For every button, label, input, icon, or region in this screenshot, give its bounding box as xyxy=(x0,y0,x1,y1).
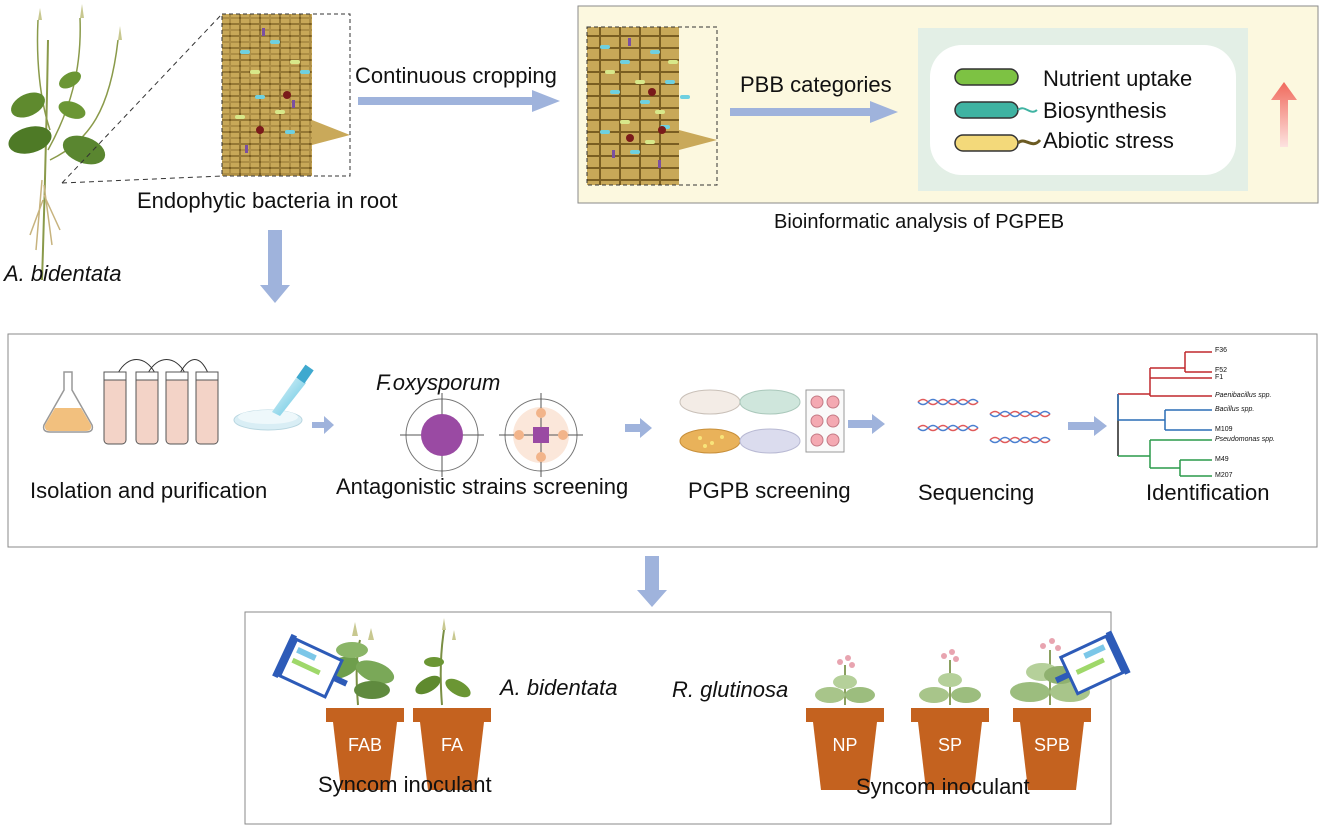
species-label: A. bidentata xyxy=(4,261,122,286)
biosynthesis-bacterium-icon xyxy=(954,101,1019,119)
plant-illustration xyxy=(8,4,122,281)
step-arrow xyxy=(1068,416,1107,436)
down-arrow xyxy=(260,230,290,303)
category-nutrient: Nutrient uptake xyxy=(1043,66,1193,91)
tree-leaf: F52 xyxy=(1215,367,1228,374)
tree-leaf: Bacillus spp. xyxy=(1215,406,1255,413)
abiotic-bacterium-icon xyxy=(954,134,1019,152)
pot-spb-icon xyxy=(1013,708,1091,790)
pot-sp-icon xyxy=(911,708,989,790)
pgpb-plates-icon xyxy=(679,389,845,454)
antagonism-plates-icon xyxy=(400,393,583,477)
down-arrow xyxy=(637,556,667,607)
continuous-cropping-label: Continuous cropping xyxy=(355,63,557,88)
tree-leaf: M49 xyxy=(1215,456,1229,463)
pot-label-sp: SP xyxy=(937,735,962,755)
pot-fa-icon xyxy=(413,708,491,790)
category-biosynthesis: Biosynthesis xyxy=(1043,98,1167,123)
step-antagonistic: Antagonistic strains screening xyxy=(336,474,629,499)
step-arrow xyxy=(848,414,885,434)
root-cells-box xyxy=(221,13,351,177)
category-abiotic: Abiotic stress xyxy=(1043,128,1174,153)
pot-label-np: NP xyxy=(832,735,858,755)
pot-fab-icon xyxy=(326,708,404,790)
pot-np-icon xyxy=(806,708,884,790)
step-arrow xyxy=(625,418,652,438)
syringe-icon xyxy=(1054,630,1131,696)
root-cells-box-dense xyxy=(586,26,718,186)
nutrient-bacterium-icon xyxy=(954,68,1019,86)
test-tubes-icon xyxy=(103,359,219,445)
pot-label-fab: FAB xyxy=(347,735,382,755)
petri-pipette-icon xyxy=(233,364,314,431)
caption-a: Syncom inoculant xyxy=(318,772,492,797)
step-pgpb: PGPB screening xyxy=(688,478,851,503)
tree-leaf: F1 xyxy=(1215,374,1224,381)
syringe-icon xyxy=(272,633,348,699)
phylogenetic-tree xyxy=(1117,351,1212,477)
workflow-panel xyxy=(7,333,1318,548)
tree-leaf: Pseudomonas spp. xyxy=(1215,436,1275,443)
continuous-cropping-arrow xyxy=(358,90,560,112)
step-arrow xyxy=(312,416,334,434)
tree-leaf: Paenibacillus spp. xyxy=(1215,392,1272,399)
plant-np-illustration xyxy=(815,655,875,705)
zoom-line xyxy=(61,175,223,184)
tree-leaf: F36 xyxy=(1215,347,1228,354)
tree-leaf: M207 xyxy=(1215,472,1233,479)
tree-leaf: M109 xyxy=(1215,426,1233,433)
pot-label-spb: SPB xyxy=(1033,735,1071,755)
step-sequencing: Sequencing xyxy=(918,480,1035,505)
species-b-label: R. glutinosa xyxy=(672,677,789,702)
root-label: Endophytic bacteria in root xyxy=(137,188,398,213)
dna-sequences-icon xyxy=(917,398,1051,444)
analysis-caption: Bioinformatic analysis of PGPEB xyxy=(774,211,1065,233)
step-isolation: Isolation and purification xyxy=(30,478,268,503)
step-identification: Identification xyxy=(1146,480,1270,505)
species-a-label: A. bidentata xyxy=(500,675,618,700)
pbb-arrow xyxy=(730,101,898,123)
caption-b: Syncom inoculant xyxy=(856,774,1030,799)
increase-arrow-icon xyxy=(1271,82,1297,147)
pbb-categories-label: PBB categories xyxy=(740,72,892,97)
flask-icon xyxy=(42,371,94,433)
plant-fa-illustration xyxy=(415,618,471,706)
plant-sp-illustration xyxy=(919,649,981,705)
pot-label-fa: FA xyxy=(440,735,463,755)
pathogen-label: F.oxysporum xyxy=(376,370,501,395)
zoom-line xyxy=(61,13,223,184)
